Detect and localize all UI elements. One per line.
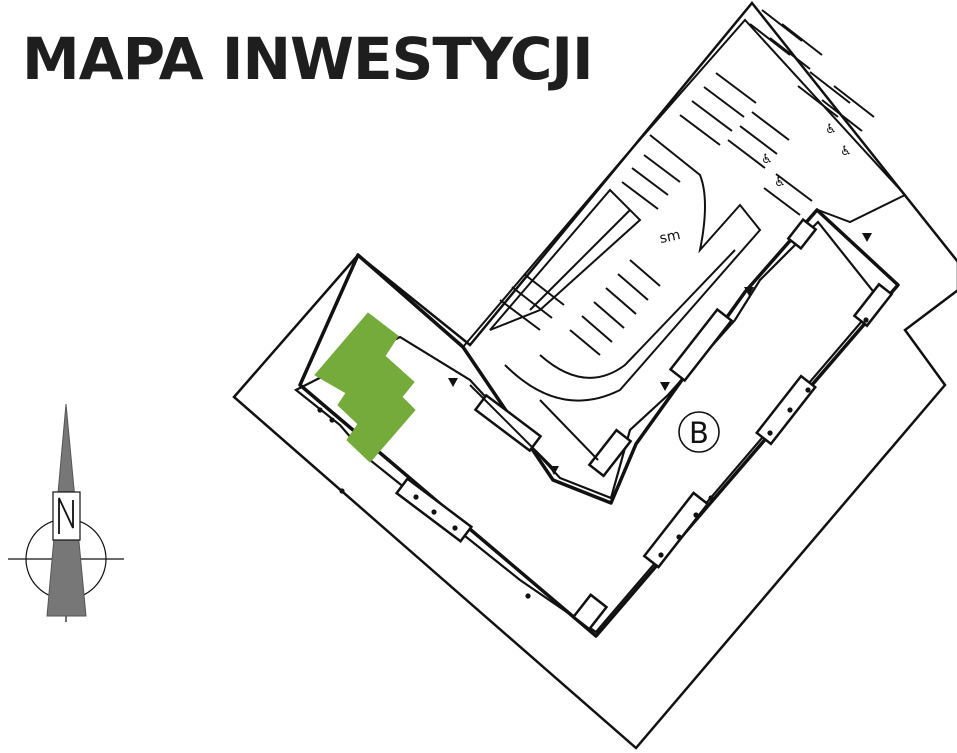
wheelchair-icon: ♿ (761, 152, 773, 167)
columns (317, 317, 869, 599)
entrance-arrow-icon (448, 378, 458, 387)
site-boundary (232, 1, 957, 750)
entrance-arrow-icon (549, 466, 559, 475)
wheelchair-icon: ♿ (825, 122, 837, 137)
entrance-arrow-icon (862, 233, 872, 242)
wheelchair-icon-group: ♿ ♿ ♿ ♿ (761, 122, 852, 190)
entrance-arrow-icon (744, 287, 754, 296)
wheelchair-icon: ♿ (774, 175, 786, 190)
parking-aisle-label: sm (658, 227, 682, 247)
building-b-label: B (689, 416, 709, 450)
page-title: MAPA INWESTYCJI (22, 25, 594, 93)
entrance-arrow-icons (448, 233, 872, 475)
wheelchair-icon: ♿ (840, 144, 852, 159)
highlighted-apartment[interactable] (314, 312, 416, 463)
entrance-arrow-icon (660, 382, 670, 391)
parking-stalls (499, 9, 875, 356)
parking-area (462, 18, 907, 471)
north-arrow-icon (8, 403, 124, 622)
building-b-marker[interactable] (678, 411, 720, 453)
balconies (394, 217, 894, 631)
